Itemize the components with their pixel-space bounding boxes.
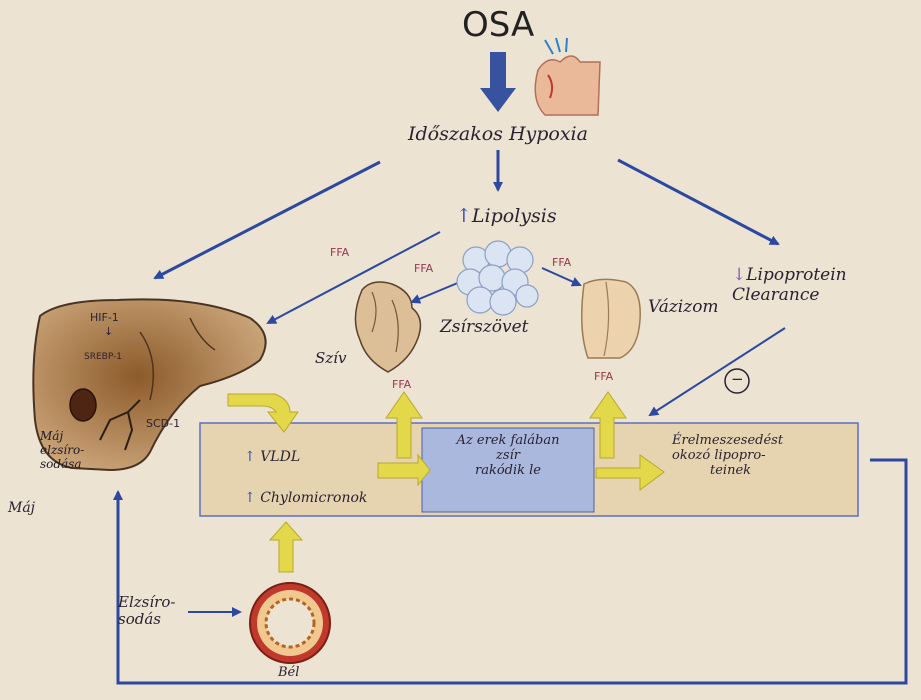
yellow-arrow-to-lipoproteins	[595, 454, 665, 491]
feedback-loop-arrow	[113, 458, 908, 685]
adipose-label: Zsírszövet	[440, 317, 529, 337]
hypoxia-label: Időszakos Hypoxia	[408, 123, 588, 145]
liver-icon	[32, 298, 267, 472]
arrow-lipolysis-liver	[266, 231, 441, 324]
yellow-arrow-to-heart	[385, 391, 423, 459]
srebp-label: SREBP-1	[84, 352, 123, 362]
adipose-tissue-icon	[456, 240, 539, 316]
atherogenic-line-2: okozó lipopro-	[672, 447, 766, 463]
heart-label: Szív	[315, 349, 347, 367]
clearance-line-2: Clearance	[732, 284, 820, 305]
vessel-line-1: Az erek falában	[456, 433, 560, 448]
lipoprotein-clearance-label: ↓Lipoprotein Clearance	[732, 265, 847, 305]
arrow-clearance-box	[648, 327, 786, 417]
yellow-arrow-into-vessel	[377, 453, 431, 487]
arrow-fat-heart	[410, 281, 461, 304]
atherosclerosis-line-2: sodás	[118, 610, 161, 629]
vessel-wall-label: Az erek falában zsír rakódik le	[428, 433, 588, 479]
yellow-arrow-intestine-chylomicron	[268, 521, 304, 573]
fatty-line-3: sodása	[40, 456, 82, 471]
vldl-text: VLDL	[260, 449, 301, 465]
osa-arrow	[480, 52, 516, 112]
yellow-arrow-liver-vldl	[227, 393, 299, 433]
chylomicron-label: ↑ Chylomicronok	[244, 490, 367, 506]
arrow-hypoxia-liver	[153, 160, 381, 280]
chylomicron-up-arrow-icon: ↑	[244, 490, 256, 506]
vldl-label: ↑ VLDL	[244, 449, 300, 465]
hif-label: HIF-1	[90, 311, 119, 324]
hif-down-arrow-icon: ↓	[104, 325, 114, 338]
muscle-label: Vázizom	[648, 297, 719, 317]
atherosclerosis-label: Elzsíro- sodás	[118, 593, 176, 629]
vldl-up-arrow-icon: ↑	[244, 449, 256, 465]
ffa-label-liver: FFA	[330, 246, 350, 259]
sleep-apnea-sketch-icon	[534, 37, 601, 116]
liver-label: Máj	[8, 500, 36, 516]
fatty-line-1: Máj	[40, 429, 64, 443]
atherogenic-lipoproteins-label: Érelmeszesedést okozó lipopro- teinek	[672, 433, 784, 479]
vessel-wall-box	[421, 427, 595, 513]
vessel-line-2: zsír	[496, 447, 520, 463]
heart-icon	[354, 281, 422, 373]
ffa-label-heart-out: FFA	[392, 378, 412, 391]
ffa-label-muscle: FFA	[552, 256, 572, 269]
atherogenic-line-3: teinek	[710, 462, 752, 478]
atherosclerosis-line-1: Elzsíro-	[118, 593, 176, 611]
intestine-icon	[249, 582, 331, 664]
fatty-liver-label: Máj elzsíro- sodása	[40, 429, 85, 471]
atherogenic-line-1: Érelmeszesedést	[672, 433, 784, 448]
up-arrow-icon: ↑	[456, 205, 472, 227]
scd-label: SCD-1	[146, 417, 181, 430]
down-arrow-icon: ↓	[732, 265, 747, 285]
minus-circle-icon	[724, 368, 750, 394]
vessel-line-3: rakódik le	[474, 462, 541, 478]
muscle-icon	[581, 278, 641, 359]
yellow-arrow-to-muscle	[589, 391, 627, 459]
lipolysis-label: ↑Lipolysis	[456, 205, 557, 228]
ffa-label-heart: FFA	[414, 262, 434, 275]
arrow-hypoxia-clearance	[617, 158, 780, 246]
title-osa: OSA	[462, 5, 535, 45]
lipolysis-text: Lipolysis	[471, 205, 557, 227]
ffa-label-muscle-out: FFA	[594, 370, 614, 383]
fatty-line-2: elzsíro-	[40, 442, 85, 457]
intestine-label: Bél	[278, 665, 300, 680]
clearance-line-1: Lipoprotein	[746, 265, 847, 285]
minus-label: −	[731, 370, 744, 388]
arrow-fat-muscle	[541, 267, 582, 287]
chylomicron-text: Chylomicronok	[260, 490, 368, 506]
